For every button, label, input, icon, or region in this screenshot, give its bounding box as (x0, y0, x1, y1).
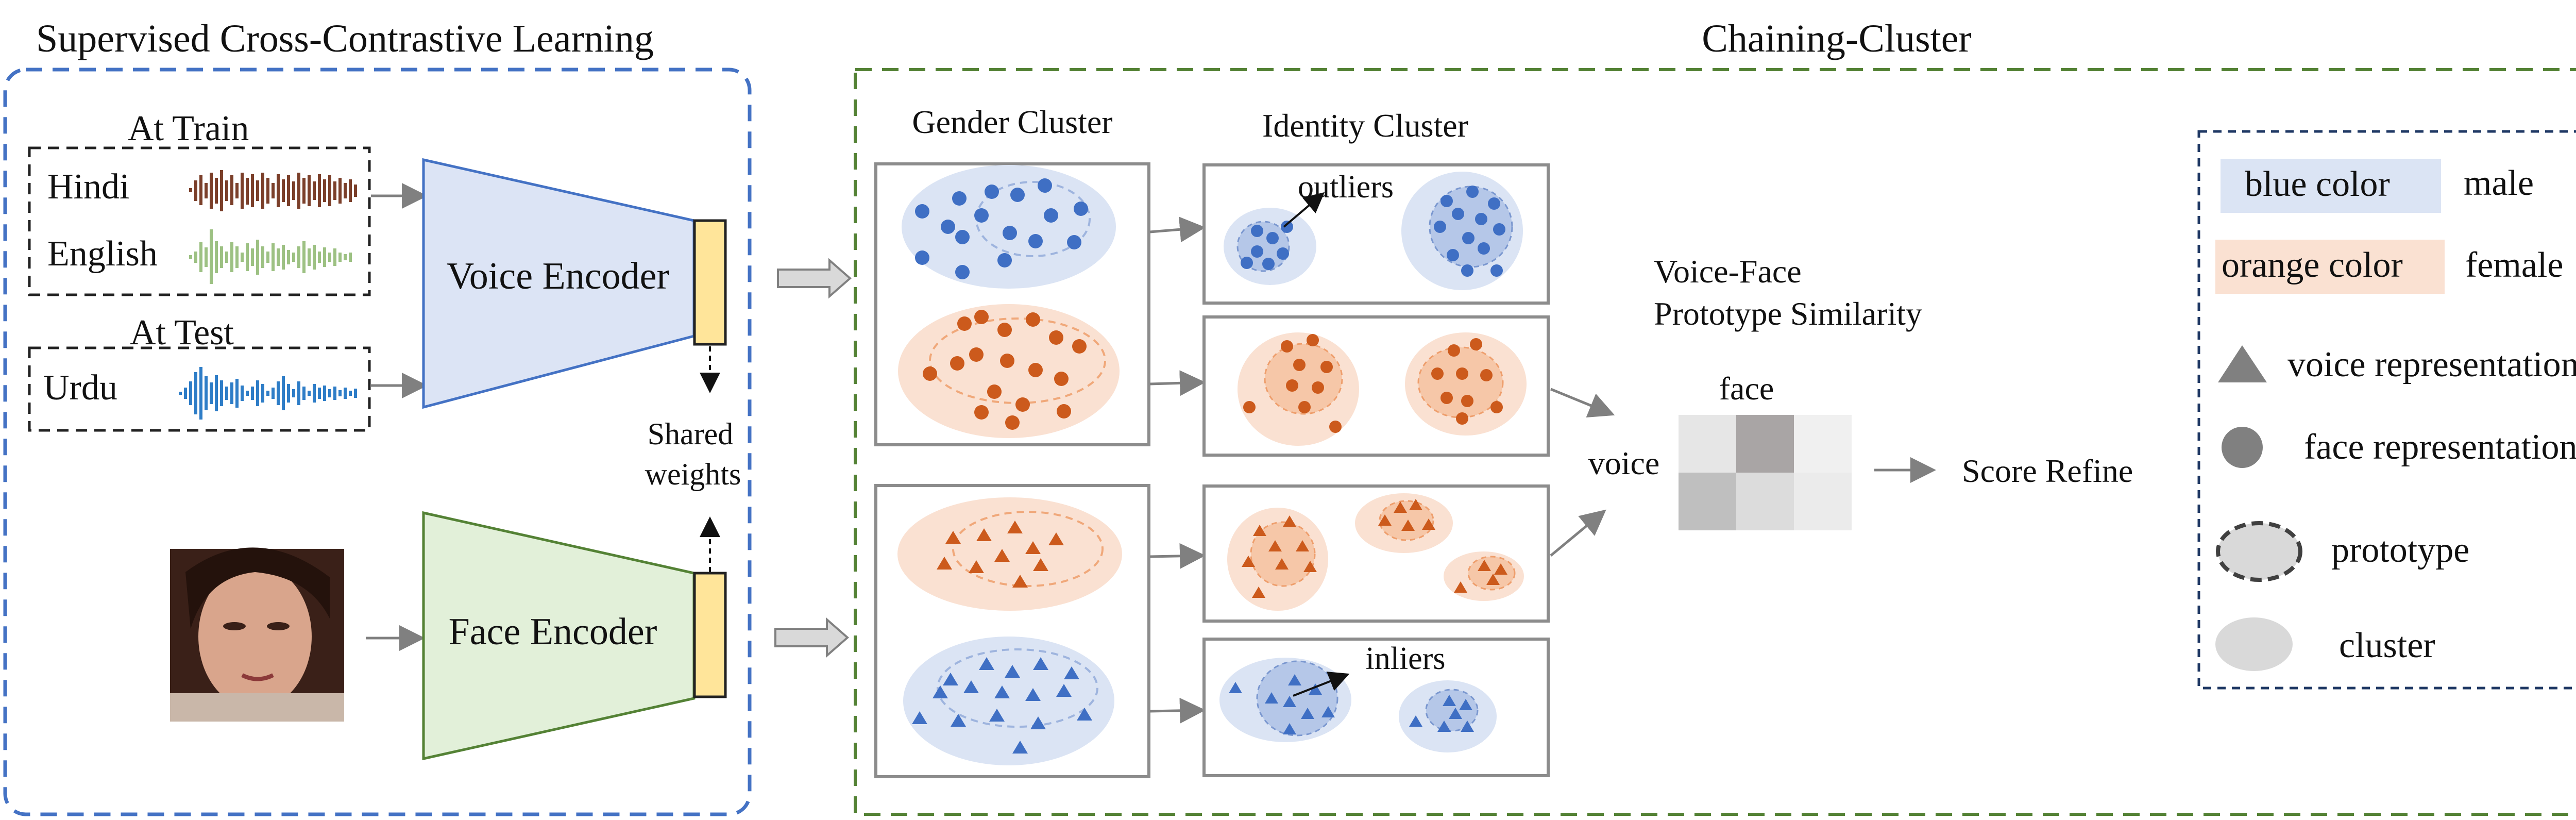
face-to-similarity-arrow (1550, 388, 1615, 418)
legend-prototype: prototype (2331, 530, 2469, 570)
urdu-waveform (179, 367, 357, 420)
train-label: At Train (128, 109, 249, 148)
gender-to-identity-arrow-3 (1149, 543, 1206, 569)
legend-orange-label: orange color (2222, 245, 2403, 285)
right-panel: Chaining-Cluster Gender Cluster Identity… (854, 17, 2576, 816)
face-encoder-shape (422, 511, 696, 761)
legend-cluster-icon (2215, 617, 2293, 671)
gender-to-identity-arrow-1 (1149, 216, 1206, 243)
voice-block-arrow (777, 258, 852, 299)
lang-urdu: Urdu (43, 368, 117, 408)
gender-to-identity-arrow-4 (1149, 697, 1206, 724)
outliers-arrow (1283, 192, 1325, 228)
left-panel: Supervised Cross-Contrastive Learning At… (3, 17, 752, 816)
legend-blue-label: blue color (2245, 164, 2390, 204)
legend-orange-meaning: female (2465, 245, 2563, 285)
matrix-face-label: face (1719, 370, 1774, 407)
similarity-matrix (1679, 415, 1852, 530)
gender-box-face (874, 162, 1150, 446)
train-box (28, 146, 371, 296)
english-waveform (189, 229, 352, 284)
legend-face-rep: face representation (2304, 427, 2576, 467)
identity-cluster-title: Identity Cluster (1262, 107, 1468, 144)
gender-male-face-cluster (902, 165, 1116, 289)
gender-male-voice-cluster (903, 637, 1114, 765)
identity-box-male-voice (1202, 638, 1550, 777)
legend-border (2197, 130, 2576, 690)
matrix-voice-label: voice (1588, 445, 1660, 481)
legend: blue color male orange color female voic… (2197, 130, 2576, 690)
inliers-arrow (1293, 672, 1350, 697)
identity-box-male-face (1202, 163, 1550, 305)
left-panel-border (3, 68, 752, 816)
legend-prototype-icon (2216, 521, 2302, 582)
test-label: At Test (130, 313, 234, 353)
right-panel-border (854, 68, 2576, 816)
gender-cluster-title: Gender Cluster (912, 104, 1112, 140)
shared-weights-line1: Shared (648, 417, 734, 451)
legend-blue-meaning: male (2464, 163, 2534, 203)
gender-box-voice (874, 484, 1150, 778)
test-box (28, 346, 371, 432)
inliers-label: inliers (1366, 641, 1446, 676)
similarity-title-line2: Prototype Similarity (1654, 295, 1922, 332)
legend-blue-swatch (2221, 159, 2441, 213)
voice-encoder-label: Voice Encoder (447, 255, 669, 297)
legend-circle-icon (2222, 427, 2263, 468)
voice-to-similarity-arrow (1550, 509, 1606, 557)
identity-male-voice-clusters (1219, 658, 1497, 752)
right-panel-title: Chaining-Cluster (1702, 17, 1972, 60)
similarity-title-line1: Voice-Face (1654, 253, 1802, 290)
gender-female-face-cluster (898, 304, 1120, 438)
outliers-label: outliers (1298, 170, 1394, 205)
identity-box-female-face (1202, 315, 1550, 457)
left-panel-title: Supervised Cross-Contrastive Learning (36, 17, 654, 60)
identity-female-voice-clusters (1227, 493, 1524, 611)
lang-english: English (47, 234, 158, 274)
legend-voice-rep: voice representation (2287, 345, 2576, 384)
hindi-waveform (189, 170, 357, 211)
face-photo (170, 547, 344, 722)
face-block-arrow (774, 617, 850, 658)
shared-weights-line2: weights (645, 457, 741, 491)
identity-male-face-clusters (1224, 172, 1523, 290)
gender-female-voice-cluster (897, 497, 1122, 611)
legend-cluster: cluster (2339, 626, 2435, 665)
lang-hindi: Hindi (47, 167, 129, 207)
legend-orange-swatch (2215, 240, 2445, 294)
identity-female-face-clusters (1238, 332, 1527, 446)
legend-triangle-icon (2218, 345, 2267, 382)
face-encoder-label: Face Encoder (449, 611, 657, 653)
voice-embedding (693, 219, 727, 346)
identity-box-female-voice (1202, 484, 1550, 623)
score-refine-label: Score Refine (1962, 453, 2133, 489)
face-embedding (693, 572, 727, 698)
gender-to-identity-arrow-2 (1149, 370, 1206, 396)
